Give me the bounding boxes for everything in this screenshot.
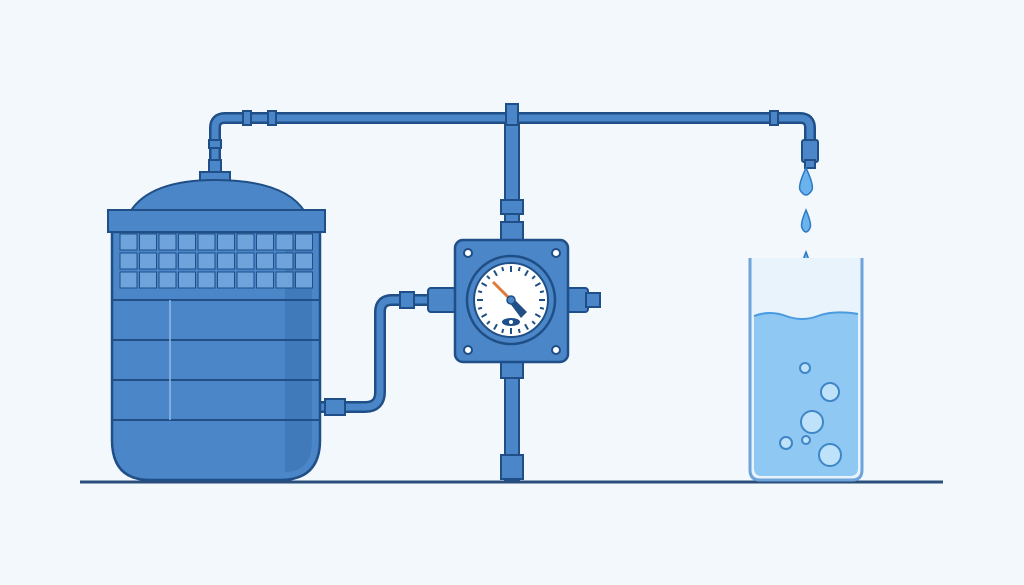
gauge-tick bbox=[531, 320, 536, 325]
gauge-tick bbox=[481, 282, 488, 287]
panel-cell bbox=[178, 233, 196, 251]
gauge-tick bbox=[531, 275, 536, 280]
panel-cell bbox=[178, 271, 196, 289]
pressure-gauge bbox=[453, 238, 570, 364]
gauge-tick bbox=[477, 306, 483, 310]
gauge-tick bbox=[517, 266, 521, 272]
panel-cell bbox=[197, 233, 216, 251]
gauge-ticks bbox=[477, 266, 545, 334]
panel-cell bbox=[139, 252, 157, 270]
panel-cell bbox=[119, 233, 138, 251]
panel-cell bbox=[275, 233, 294, 251]
panel-cell bbox=[295, 271, 313, 289]
panel-cell bbox=[256, 271, 274, 289]
panel-cell bbox=[275, 271, 294, 289]
panel-cell bbox=[119, 252, 138, 270]
panel-cell bbox=[197, 252, 216, 270]
gauge-tick bbox=[524, 270, 529, 277]
panel-cell bbox=[178, 252, 196, 270]
gauge-tick bbox=[481, 313, 488, 318]
gauge-tick bbox=[534, 282, 541, 287]
side-fittings bbox=[324, 287, 601, 416]
gauge-tick bbox=[501, 266, 505, 272]
gauge-tick bbox=[493, 323, 498, 330]
gauge-tick bbox=[534, 313, 541, 318]
panel-cell bbox=[119, 271, 138, 289]
panel-cell bbox=[158, 271, 177, 289]
water-glass bbox=[748, 258, 864, 482]
side-pipe bbox=[320, 294, 455, 413]
gauge-tick bbox=[501, 328, 505, 334]
tank-bands bbox=[112, 299, 320, 421]
panel-cell bbox=[256, 233, 274, 251]
panel-cell bbox=[139, 271, 157, 289]
gauge-tick bbox=[524, 323, 529, 330]
gauge-tick bbox=[486, 275, 491, 280]
gauge-tick bbox=[477, 290, 483, 294]
panel-cell bbox=[236, 233, 255, 251]
bubbles bbox=[779, 362, 842, 467]
gauge-tick bbox=[539, 290, 545, 294]
panel-cell bbox=[158, 252, 177, 270]
panel-cell bbox=[217, 252, 235, 270]
panel-cell bbox=[275, 252, 294, 270]
panel-cell bbox=[139, 233, 157, 251]
panel-cell bbox=[236, 252, 255, 270]
gauge-tick bbox=[493, 270, 498, 277]
solar-panel-grid bbox=[119, 233, 313, 289]
panel-cell bbox=[295, 233, 313, 251]
panel-cell bbox=[217, 271, 235, 289]
panel-cell bbox=[197, 271, 216, 289]
water-tank bbox=[107, 171, 326, 482]
panel-cell bbox=[217, 233, 235, 251]
gauge-tick bbox=[486, 320, 491, 325]
panel-cell bbox=[236, 271, 255, 289]
gauge-tick bbox=[517, 328, 521, 334]
gauge-tick bbox=[539, 306, 545, 310]
panel-cell bbox=[295, 252, 313, 270]
panel-cell bbox=[158, 233, 177, 251]
panel-cell bbox=[256, 252, 274, 270]
